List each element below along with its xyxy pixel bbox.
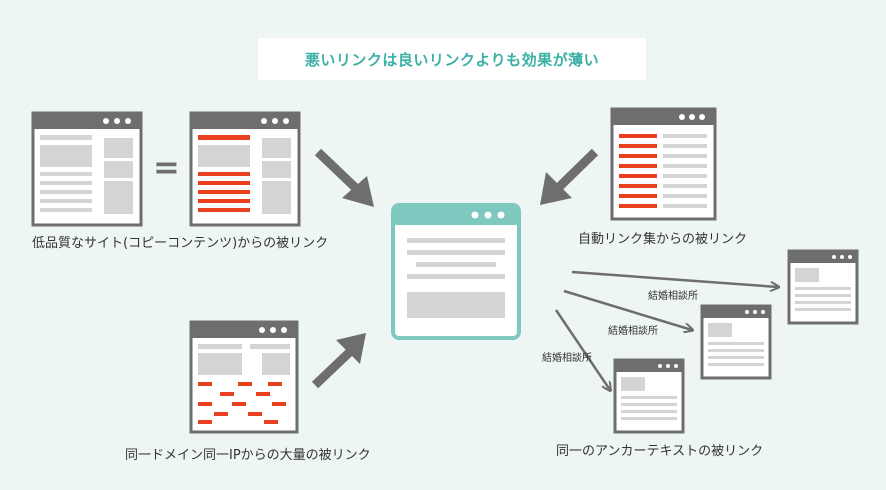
anchor-source-window-1 bbox=[787, 249, 859, 325]
anchor-text-3: 結婚相談所 bbox=[542, 353, 592, 364]
anchor-source-window-3 bbox=[613, 358, 685, 434]
low-quality-site-window bbox=[31, 111, 143, 227]
same-domain-ip-window bbox=[189, 320, 299, 434]
diagram-title: 悪いリンクは良いリンクよりも効果が薄い bbox=[304, 50, 600, 69]
auto-link-window bbox=[610, 107, 717, 221]
thick-arrow-top-right bbox=[540, 148, 599, 205]
title-box: 悪いリンクは良いリンクよりも効果が薄い bbox=[258, 38, 646, 80]
label-low-quality: 低品質なサイト(コピーコンテンツ)からの被リンク bbox=[32, 236, 329, 251]
thick-arrow-bottom-left bbox=[311, 333, 366, 389]
anchor-source-window-2 bbox=[700, 304, 772, 380]
thin-arrow-3 bbox=[554, 309, 610, 390]
label-same-anchor: 同一のアンカーテキストの被リンク bbox=[556, 444, 764, 459]
copy-content-window bbox=[189, 111, 301, 227]
thin-arrow-2 bbox=[563, 289, 692, 330]
label-same-domain-ip: 同一ドメイン同一IPからの大量の被リンク bbox=[125, 448, 371, 463]
label-auto-link: 自動リンク集からの被リンク bbox=[578, 232, 748, 247]
thick-arrow-top-left bbox=[314, 148, 374, 207]
anchor-text-1: 結婚相談所 bbox=[648, 291, 698, 302]
thin-arrow-1 bbox=[571, 270, 778, 287]
equals-sign: = bbox=[153, 148, 180, 186]
anchor-text-2: 結婚相談所 bbox=[608, 326, 658, 337]
target-site-window bbox=[391, 203, 521, 340]
